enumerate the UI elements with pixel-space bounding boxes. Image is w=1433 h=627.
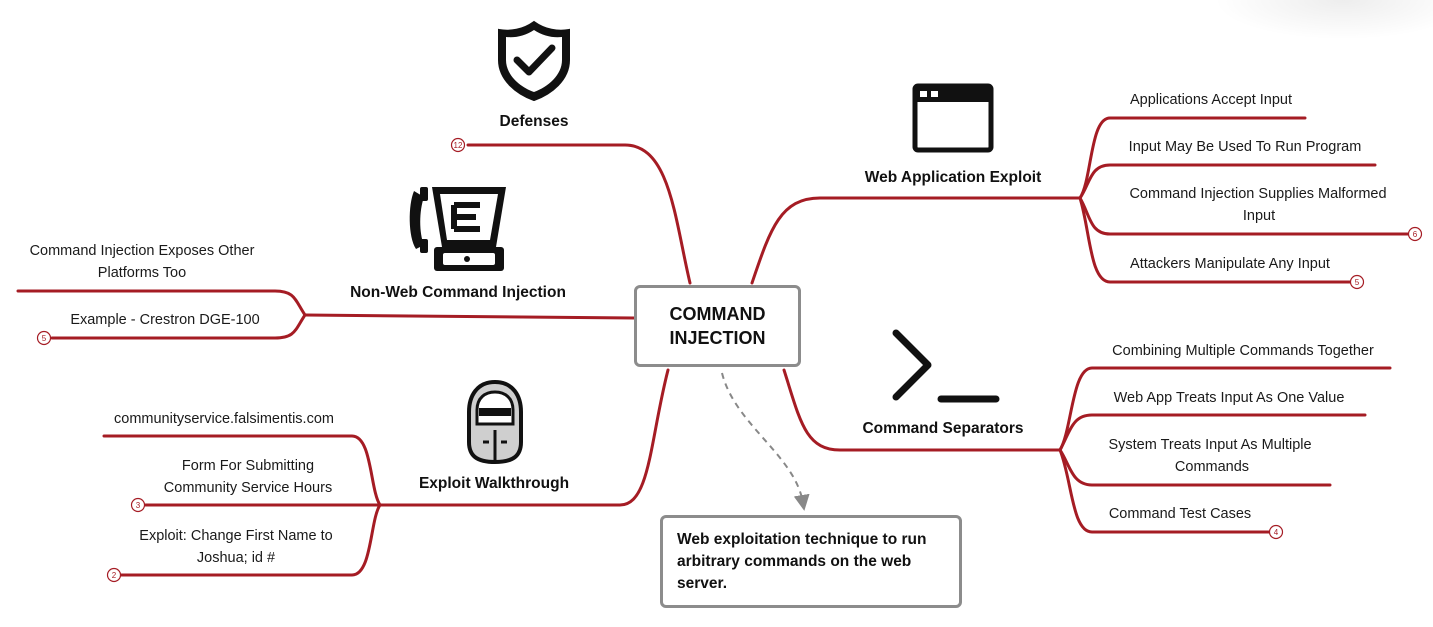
leaf-label: Web App Treats Input As One Value — [1114, 390, 1345, 406]
terminal-prompt-icon — [892, 329, 1000, 403]
hacker-icon — [467, 379, 523, 465]
leaf-label: Input May Be Used To Run Program — [1129, 139, 1362, 155]
connector-walkthrough-item-3 — [119, 503, 382, 577]
connector-separators-item-4 — [1058, 448, 1272, 534]
leaf-label: Combining Multiple Commands Together — [1112, 343, 1374, 359]
badge[interactable]: 12 — [450, 137, 466, 153]
leaf-label: Command Test Cases — [1109, 506, 1251, 522]
leaf-label: Platforms Too — [98, 265, 186, 281]
badge[interactable]: 4 — [1268, 524, 1284, 540]
leaf-label: Form For Submitting — [182, 458, 314, 474]
svg-text:5: 5 — [1355, 278, 1360, 287]
leaf-label: Input — [1243, 208, 1275, 224]
connector-walkthrough — [378, 368, 670, 507]
connector-non-web-item-2 — [50, 313, 307, 340]
branch-label-non-web: Non-Web Command Injection — [350, 284, 566, 301]
leaf-label: Exploit: Change First Name to — [139, 528, 332, 544]
leaf-label: Command Injection Exposes Other — [30, 243, 255, 259]
shield-check-icon — [498, 20, 570, 102]
badge[interactable]: 6 — [1407, 226, 1423, 242]
connector-web-app-item-2 — [1078, 163, 1377, 200]
leaf-label: System Treats Input As Multiple — [1108, 437, 1311, 453]
svg-text:12: 12 — [454, 141, 463, 150]
connector-walkthrough-item-1 — [102, 434, 382, 507]
badge[interactable]: 5 — [36, 330, 52, 346]
branch-label-separators: Command Separators — [862, 420, 1023, 437]
note-arrow — [721, 372, 810, 511]
leaf-label: Applications Accept Input — [1130, 92, 1292, 108]
connector-non-web-item-1 — [16, 289, 307, 317]
leaf-label: Community Service Hours — [164, 480, 332, 496]
connector-web-app — [750, 196, 1082, 285]
svg-text:3: 3 — [136, 501, 141, 510]
branch-label-walkthrough: Exploit Walkthrough — [419, 475, 569, 492]
note-box[interactable]: Web exploitation technique to run arbitr… — [660, 515, 962, 608]
browser-window-icon — [912, 83, 994, 153]
svg-text:5: 5 — [42, 334, 47, 343]
leaf-label: Commands — [1175, 459, 1249, 475]
connector-non-web — [303, 313, 636, 320]
note-text: Web exploitation technique to run arbitr… — [677, 531, 927, 592]
badge[interactable]: 5 — [1349, 274, 1365, 290]
leaf-label: Attackers Manipulate Any Input — [1130, 256, 1330, 272]
badge[interactable]: 2 — [106, 567, 122, 583]
connector-defenses — [466, 143, 692, 285]
branch-label-defenses: Defenses — [500, 113, 569, 130]
leaf-label: Command Injection Supplies Malformed — [1129, 186, 1386, 202]
connector-separators — [782, 368, 1062, 452]
badge[interactable]: 3 — [130, 497, 146, 513]
leaf-label: communityservice.falsimentis.com — [114, 411, 334, 427]
central-topic[interactable]: COMMAND INJECTION — [634, 285, 801, 367]
branch-label-web-app: Web Application Exploit — [865, 169, 1042, 186]
leaf-label: Joshua; id # — [197, 550, 275, 566]
connector-web-app-item-4 — [1078, 196, 1352, 284]
svg-text:6: 6 — [1413, 230, 1418, 239]
corner-shadow — [1213, 0, 1433, 40]
connector-separators-item-2 — [1058, 413, 1367, 452]
svg-text:2: 2 — [112, 571, 117, 580]
central-topic-label: COMMAND INJECTION — [669, 304, 766, 348]
phone-device-icon — [409, 187, 506, 271]
svg-text:4: 4 — [1274, 528, 1279, 537]
leaf-label: Example - Crestron DGE-100 — [70, 312, 259, 328]
